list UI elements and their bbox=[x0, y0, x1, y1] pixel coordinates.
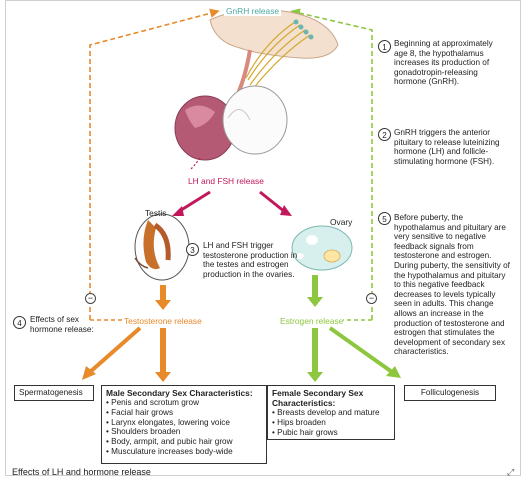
spermatogenesis-box: Spermatogenesis bbox=[14, 385, 94, 401]
lh-fsh-arrow-right bbox=[259, 190, 286, 214]
step-3-text: LH and FSH trigger testosterone producti… bbox=[203, 241, 298, 279]
step-1-text: Beginning at approximately age 8, the hy… bbox=[394, 39, 493, 87]
male-item: Larynx elongates, lowering voice bbox=[106, 418, 262, 428]
negative-feedback-symbol-right: − bbox=[366, 293, 377, 304]
step-2-number: 2 bbox=[378, 128, 391, 141]
female-item: Pubic hair grows bbox=[272, 428, 390, 438]
male-item: Shoulders broaden bbox=[106, 427, 262, 437]
lh-fsh-arrow-left bbox=[177, 190, 211, 214]
hypothalamus-pituitary-illustration bbox=[174, 9, 339, 171]
feedback-loop-right bbox=[290, 8, 373, 320]
female-item: Breasts develop and mature bbox=[272, 408, 390, 418]
step-5-text: Before puberty, the hypothalamus and pit… bbox=[394, 213, 510, 357]
step-4-text: Effects of sex hormone release: bbox=[30, 315, 94, 334]
step-1-number: 1 bbox=[378, 40, 391, 53]
male-characteristics-box: Male Secondary Sex Characteristics: Peni… bbox=[101, 385, 267, 464]
step-4-number: 4 bbox=[13, 316, 26, 329]
testis-label: Testis bbox=[145, 208, 167, 218]
spermatogenesis-label: Spermatogenesis bbox=[19, 388, 83, 397]
lh-fsh-release-label: LH and FSH release bbox=[188, 176, 264, 186]
ovary-illustration bbox=[291, 225, 353, 271]
figure-caption: Effects of LH and hormone release bbox=[12, 467, 151, 477]
female-characteristics-title: Female Secondary Sex Characteristics: bbox=[272, 388, 364, 408]
folliculogenesis-label: Folliculogenesis bbox=[420, 388, 480, 397]
estrogen-release-label: Estrogen release bbox=[280, 316, 344, 326]
ovary-label: Ovary bbox=[330, 217, 353, 227]
male-item: Body, armpit, and pubic hair grow bbox=[106, 437, 262, 447]
folliculogenesis-box: Folliculogenesis bbox=[404, 385, 496, 401]
male-item: Facial hair grows bbox=[106, 408, 262, 418]
male-item: Musculature increases body-wide bbox=[106, 447, 262, 457]
gnrh-release-label: GnRH release bbox=[224, 6, 282, 16]
negative-feedback-symbol-left: − bbox=[85, 293, 96, 304]
step-5-number: 5 bbox=[378, 212, 391, 225]
expand-icon[interactable]: ⤢ bbox=[507, 467, 515, 477]
feedback-loop-left bbox=[89, 8, 220, 320]
step-2-text: GnRH triggers the anterior pituitary to … bbox=[394, 128, 500, 166]
female-characteristics-box: Female Secondary Sex Characteristics: Br… bbox=[267, 385, 395, 440]
male-item: Penis and scrotum grow bbox=[106, 398, 262, 408]
step-3-number: 3 bbox=[186, 243, 199, 256]
testosterone-release-label: Testosterone release bbox=[124, 316, 202, 326]
male-characteristics-title: Male Secondary Sex Characteristics: bbox=[106, 388, 253, 398]
testis-illustration bbox=[134, 213, 190, 281]
female-item: Hips broaden bbox=[272, 418, 390, 428]
